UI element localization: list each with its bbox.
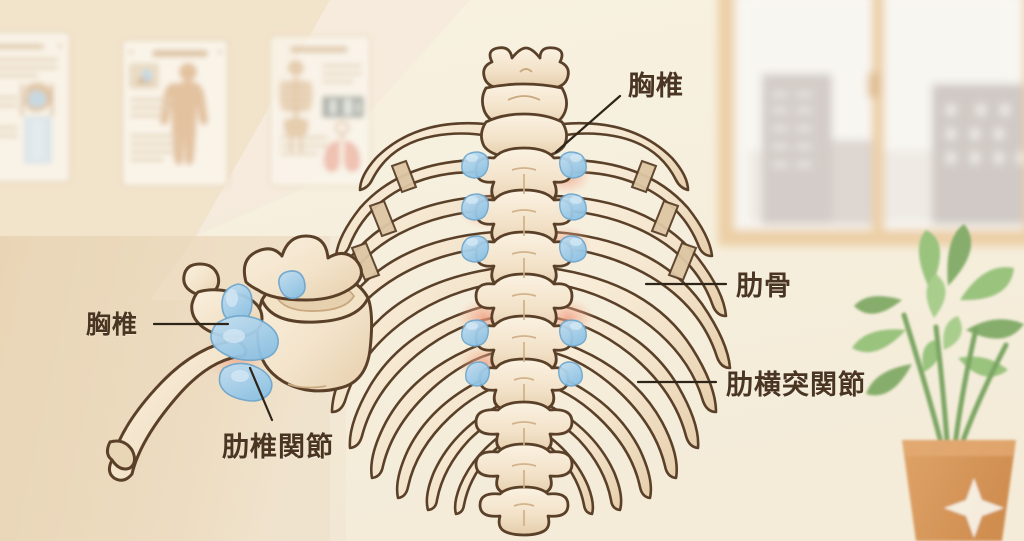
poster-left-xray-panel [24, 116, 52, 164]
poster-center-human-figure [159, 63, 209, 165]
inset-cartilage-highlights [223, 289, 249, 382]
main-ribcage [316, 46, 732, 537]
poster-right-xray-strip [322, 96, 364, 118]
leader-lines [152, 94, 728, 422]
inset-rib-end [105, 439, 137, 471]
poster-right-lungs [323, 120, 361, 173]
label-thoracic-vertebrae-main: 胸椎 [628, 71, 684, 102]
sparkle-icon [944, 478, 1004, 538]
poster-left [0, 31, 71, 183]
plant-pot [902, 440, 1016, 541]
leader-costovertebral [248, 366, 274, 422]
inset-cartilage [210, 270, 306, 402]
window-frame [718, 0, 1024, 246]
label-costovertebral-joint: 肋椎関節 [222, 432, 334, 463]
leader-thoracic-main [554, 94, 622, 154]
poster-center [121, 39, 229, 187]
poster-left-joint-diagram [20, 82, 54, 116]
poster-right [269, 35, 371, 187]
cartilage-highlights [466, 154, 582, 330]
costovertebral-inset [105, 234, 374, 482]
poster-right-skeleton-figure [278, 60, 314, 152]
label-thoracic-vertebrae-inset: 胸椎 [86, 310, 139, 339]
poster-center-thumbnail [129, 63, 159, 89]
plant-leaves [852, 224, 1024, 396]
building-windows [772, 92, 1024, 167]
vertebra-top-detail [507, 68, 541, 101]
window [718, 0, 1024, 246]
potted-plant [852, 224, 1024, 541]
label-ribs: 肋骨 [736, 271, 792, 302]
lumbar-shading [511, 421, 537, 526]
costal-bridges [350, 159, 698, 282]
vertebrae-shading [511, 167, 537, 402]
label-costotransverse-joint: 肋横突関節 [726, 370, 866, 401]
